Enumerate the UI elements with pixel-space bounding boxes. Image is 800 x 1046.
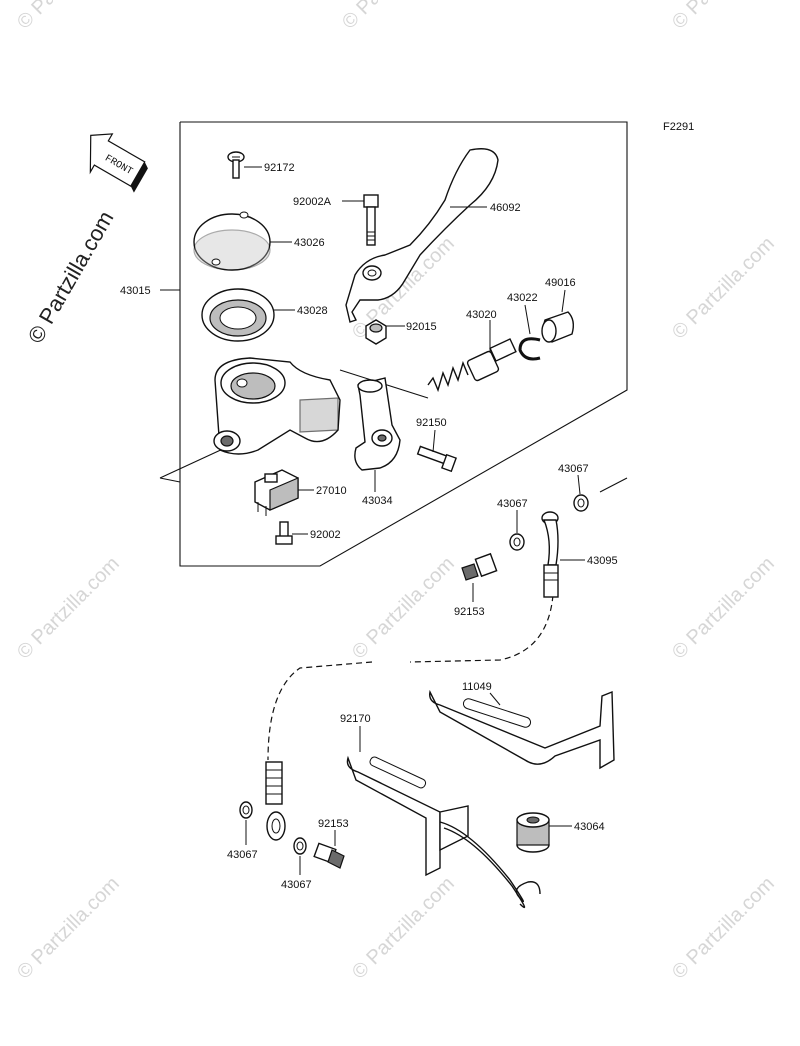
- front-arrow-icon: FRONT: [89, 133, 148, 193]
- watermark-layer: © Partzilla.com © Partzilla.com © Partzi…: [13, 0, 779, 984]
- screw-92002: [275, 521, 308, 545]
- label-92170: 92170: [340, 713, 371, 725]
- label-43015: 43015: [120, 285, 151, 297]
- part-labels: 92172 92002A 46092 43026 43015 43028 920…: [120, 162, 618, 891]
- label-92153: 92153: [318, 818, 349, 830]
- brake-hose-43095: [265, 511, 585, 841]
- dust-boot-49016: [541, 289, 575, 343]
- label-43034: 43034: [362, 495, 393, 507]
- label-43028: 43028: [297, 305, 328, 317]
- washer-43067-a: [573, 474, 589, 512]
- label-43067: 43067: [227, 849, 258, 861]
- master-cylinder-body: [213, 357, 341, 455]
- grommet-43064: [516, 812, 572, 853]
- label-11049: 11049: [462, 681, 492, 693]
- watermark: © Partzilla.com: [668, 233, 779, 344]
- label-92002: 92002: [310, 529, 341, 541]
- label-27010: 27010: [316, 485, 347, 497]
- assembly-frame: [159, 121, 628, 567]
- label-92172: 92172: [264, 162, 295, 174]
- reservoir-cap-43026: [193, 211, 292, 271]
- watermark: © Partzilla.com: [668, 0, 779, 34]
- circlip-43022: [518, 304, 541, 361]
- clamp-43034: [354, 377, 401, 492]
- watermark: © Partzilla.com: [13, 0, 124, 34]
- figure-code: F2291: [663, 121, 694, 133]
- label-49016: 49016: [545, 277, 576, 289]
- watermark: © Partzilla.com: [348, 553, 459, 664]
- label-46092: 46092: [490, 202, 521, 214]
- washer-43067-c: [239, 801, 253, 845]
- bolt-92150: [416, 429, 457, 473]
- bracket-11049: [429, 689, 615, 770]
- label-43067: 43067: [558, 463, 589, 475]
- label-92015: 92015: [406, 321, 437, 333]
- label-43095: 43095: [587, 555, 618, 567]
- washer-43067-b: [509, 510, 525, 551]
- banjo-bolt-92153-a: [461, 552, 498, 602]
- banjo-bolt-92153-b: [313, 830, 345, 869]
- label-92150: 92150: [416, 417, 447, 429]
- brake-lever-46092: [345, 148, 499, 323]
- watermark: © Partzilla.com: [348, 873, 459, 984]
- washer-43067-d: [293, 837, 307, 875]
- label-43067: 43067: [281, 879, 312, 891]
- label-43020: 43020: [466, 309, 497, 321]
- diaphragm-43028: [201, 288, 295, 342]
- watermark: © Partzilla.com: [13, 553, 124, 664]
- watermark: © Partzilla.com: [338, 0, 449, 34]
- nut-92015: [365, 319, 405, 345]
- bracket-92170: [346, 726, 541, 909]
- label-43067: 43067: [497, 498, 528, 510]
- brand-watermark: © Partzilla.com: [23, 207, 119, 348]
- label-43026: 43026: [294, 237, 325, 249]
- brake-switch-27010: [254, 469, 314, 516]
- watermark: © Partzilla.com: [668, 873, 779, 984]
- label-43064: 43064: [574, 821, 605, 833]
- bolt-92002A: [342, 194, 379, 246]
- label-92002A: 92002A: [293, 196, 332, 208]
- label-43022: 43022: [507, 292, 538, 304]
- watermark: © Partzilla.com: [668, 553, 779, 664]
- screw-92172: [227, 151, 262, 179]
- watermark: © Partzilla.com: [13, 873, 124, 984]
- label-92153: 92153: [454, 606, 485, 618]
